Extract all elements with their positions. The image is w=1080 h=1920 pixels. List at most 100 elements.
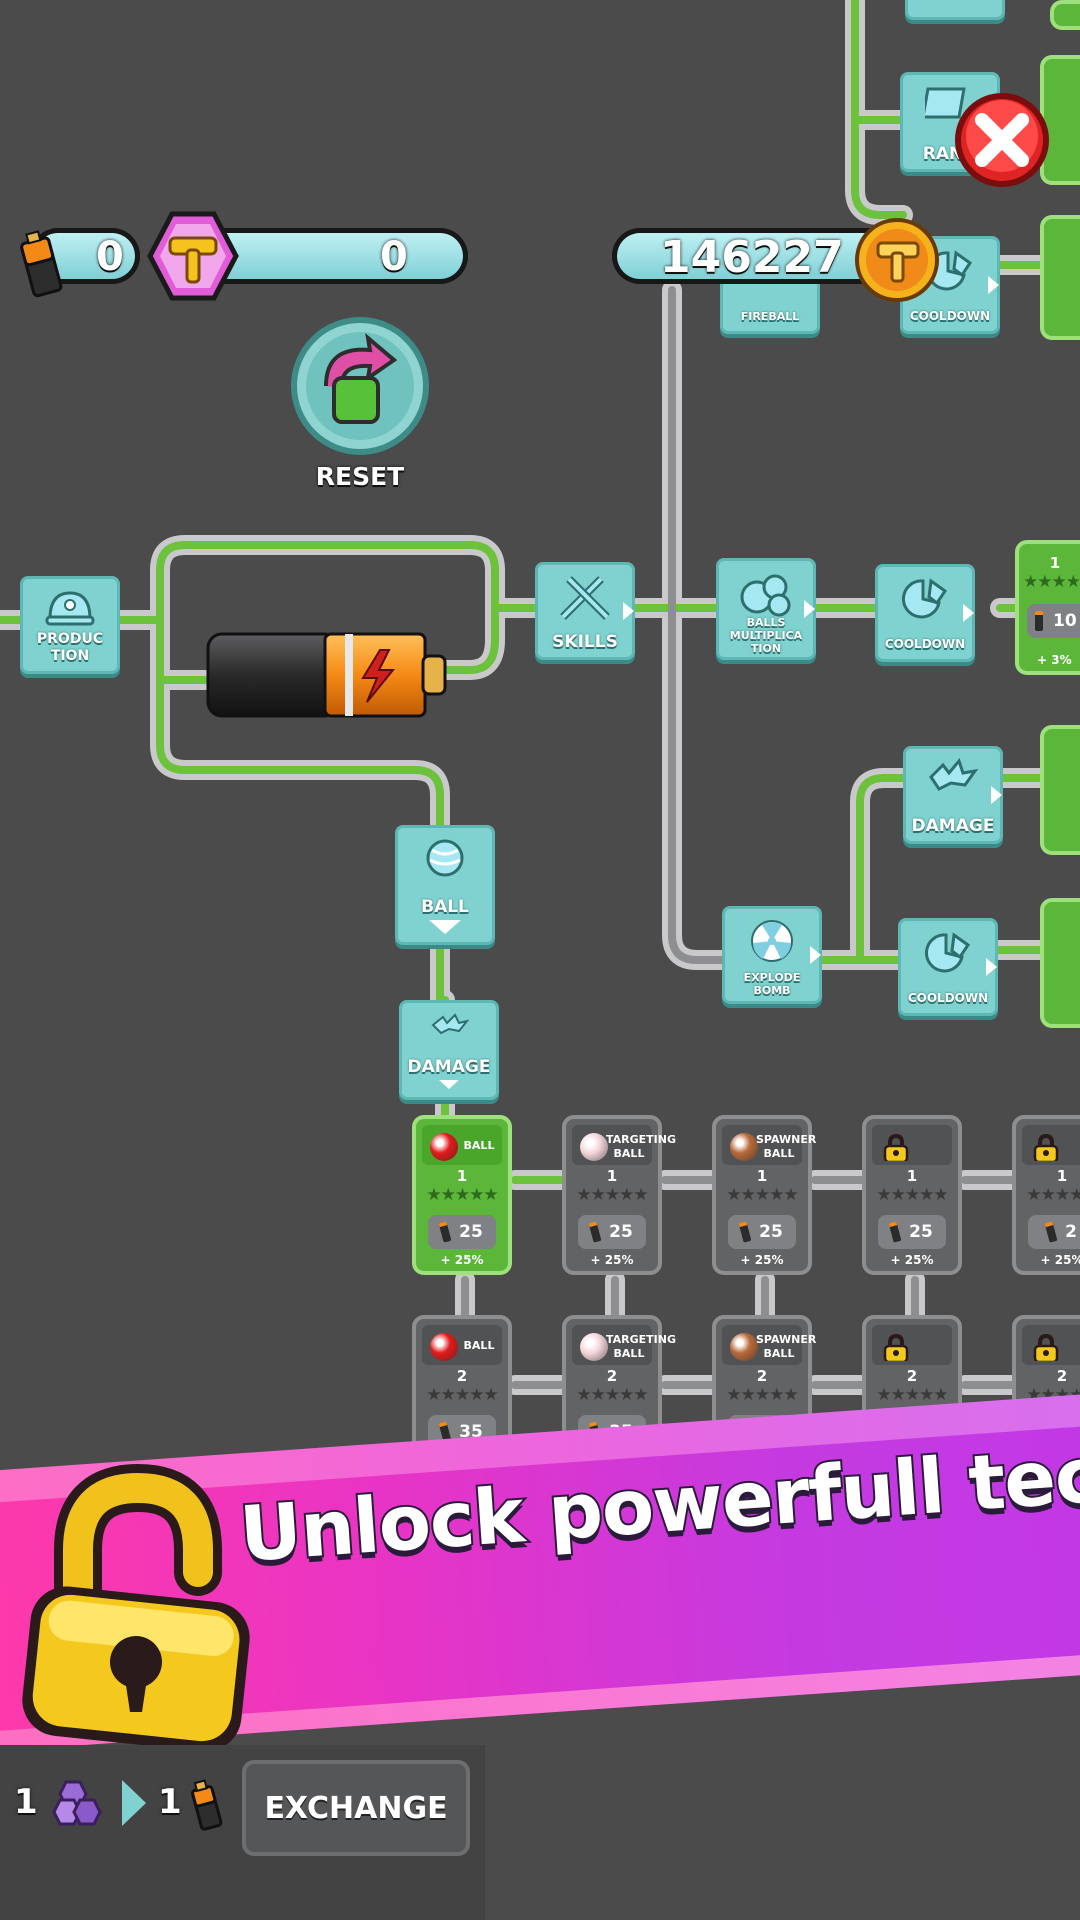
ball-orb-icon <box>580 1333 608 1361</box>
hammer-count: 0 <box>380 234 408 280</box>
ball-orb-icon <box>580 1133 608 1161</box>
close-icon[interactable] <box>952 90 1052 190</box>
tech-card-header <box>872 1325 952 1365</box>
range-map-icon <box>925 87 966 119</box>
tech-card-stars: ★★★★★ <box>876 1185 948 1205</box>
side-upgrade-card[interactable]: 1 ★★★★ 10 + 3% <box>1015 540 1080 675</box>
tech-card-header: BALL <box>422 1125 502 1165</box>
tech-card-cost-value: 2 <box>1065 1222 1077 1242</box>
tech-card[interactable]: 1★★★★★ 25 + 25% <box>862 1115 962 1275</box>
tech-card-stars: ★★★★★ <box>726 1185 798 1205</box>
tech-card-stars: ★★★★★ <box>576 1385 648 1405</box>
tech-card[interactable]: 1★★★★★2+ 25% <box>1012 1115 1080 1275</box>
tech-card-level: 1 <box>606 1167 618 1185</box>
node-production[interactable]: PRODUC TION <box>20 576 120 674</box>
tech-card-stars: ★★★★★ <box>576 1185 648 1205</box>
lock-icon <box>883 1333 909 1361</box>
node-balls-multiplication[interactable]: BALLS MULTIPLICA TION <box>716 558 816 660</box>
exchange-button[interactable]: EXCHANGE <box>242 1760 470 1856</box>
cooldown-icon <box>901 578 948 619</box>
reset-label: RESET <box>315 462 405 491</box>
lock-icon <box>883 1133 909 1161</box>
arrow-down-icon <box>429 920 461 934</box>
tech-card-name: BALL <box>463 1139 495 1152</box>
node-cooldown-bottom-label: COOLDOWN <box>907 991 989 1005</box>
tech-card-name: SPAWNER BALL <box>756 1333 817 1360</box>
tech-card-stars: ★★★★★ <box>426 1385 498 1405</box>
tech-card-header <box>872 1125 952 1165</box>
side-upgrade-card[interactable] <box>1040 898 1080 1028</box>
cooldown-icon <box>924 932 971 973</box>
tech-card-bonus: + 25% <box>740 1253 784 1267</box>
arrow-down-icon <box>439 1080 459 1089</box>
node-balls-multiplication-label: BALLS MULTIPLICA TION <box>729 616 803 655</box>
tech-card-cost-value: 25 <box>609 1222 633 1242</box>
coin-counter <box>612 228 902 284</box>
ball-orb-icon <box>430 1133 458 1161</box>
side-card-bonus: + 3% <box>1037 653 1072 667</box>
ball-icon <box>426 839 464 877</box>
tech-card-header: SPAWNER BALL <box>722 1325 817 1365</box>
battery-icon <box>588 1221 602 1243</box>
exchange-left-amount: 1 <box>14 1782 38 1822</box>
arrow-right-icon <box>986 958 997 976</box>
tech-card-cost[interactable]: 2 <box>1028 1215 1080 1249</box>
tech-card-stars: ★★★★★ <box>726 1385 798 1405</box>
battery-icon <box>1044 1221 1058 1243</box>
tech-card-bonus: + 25% <box>890 1253 934 1267</box>
node-damage-ball[interactable]: DAMAGE <box>399 1000 499 1100</box>
tech-card-level: 1 <box>906 1167 918 1185</box>
tech-card-level: 2 <box>456 1367 468 1385</box>
node-cooldown-bottom[interactable]: COOLDOWN <box>898 918 998 1016</box>
side-upgrade-card[interactable] <box>1050 0 1080 30</box>
tech-card-header <box>1022 1125 1080 1165</box>
node-damage-ball-label: DAMAGE <box>407 1057 491 1077</box>
multi-balls-icon <box>740 574 791 617</box>
side-card-stars: ★★★★ <box>1023 572 1080 592</box>
tech-card-cost[interactable]: 25 <box>878 1215 946 1249</box>
node-cooldown-mid[interactable]: COOLDOWN <box>875 564 975 662</box>
node-ball[interactable]: BALL <box>395 825 495 945</box>
tech-card-cost[interactable]: 25 <box>428 1215 496 1249</box>
node-production-label: PRODUC TION <box>36 631 104 664</box>
exchange-arrow-icon <box>122 1780 146 1826</box>
side-upgrade-card[interactable] <box>1040 215 1080 340</box>
node-explode-bomb[interactable]: EXPLODE BOMB <box>722 906 822 1004</box>
arrow-right-icon <box>810 946 821 964</box>
arrow-right-icon <box>988 276 999 294</box>
battery-icon <box>738 1221 752 1243</box>
tech-card-name: TARGETING BALL <box>606 1133 677 1160</box>
side-card-cost: 10 <box>1027 604 1080 638</box>
ball-orb-icon <box>430 1333 458 1361</box>
tech-card-cost[interactable]: 25 <box>728 1215 796 1249</box>
tech-card-cost-value: 25 <box>909 1222 933 1242</box>
side-card-cost-value: 10 <box>1053 611 1077 631</box>
battery-count: 0 <box>96 234 124 280</box>
ball-orb-icon <box>730 1333 758 1361</box>
side-upgrade-card[interactable] <box>1040 725 1080 855</box>
reset-button[interactable] <box>290 316 430 456</box>
tech-card-stars: ★★★★★ <box>426 1185 498 1205</box>
purple-gems-icon <box>52 1780 102 1826</box>
tech-card-level: 1 <box>756 1167 768 1185</box>
tech-card-level: 2 <box>756 1367 768 1385</box>
impact-icon <box>431 1013 469 1035</box>
node-cooldown-mid-label: COOLDOWN <box>884 637 966 651</box>
node-damage-right[interactable]: DAMAGE <box>903 746 1003 844</box>
ball-orb-icon <box>730 1133 758 1161</box>
tech-card-header: TARGETING BALL <box>572 1125 677 1165</box>
tech-card-bonus: + 25% <box>1040 1253 1080 1267</box>
helmet-icon <box>45 591 95 626</box>
lock-icon <box>1033 1333 1059 1361</box>
tech-card-level: 2 <box>906 1367 918 1385</box>
side-card-level: 1 <box>1049 554 1061 572</box>
arrow-right-icon <box>623 602 634 620</box>
tech-card-cost[interactable]: 25 <box>578 1215 646 1249</box>
node-top-partial[interactable] <box>905 0 1005 20</box>
arrow-right-icon <box>991 786 1002 804</box>
node-skills[interactable]: SKILLS <box>535 562 635 660</box>
node-cooldown-top-label: COOLDOWN <box>909 309 991 323</box>
